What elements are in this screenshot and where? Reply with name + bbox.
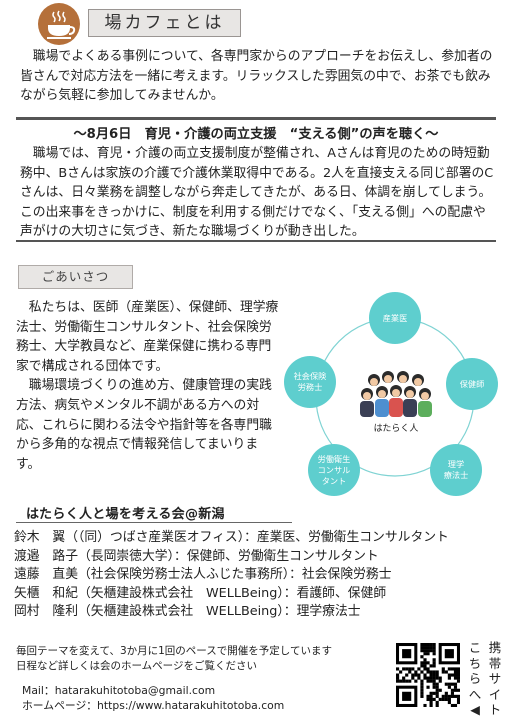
divider bbox=[16, 522, 292, 523]
side-note-col: 携帯サイト bbox=[488, 640, 502, 717]
profession-diagram: 産業医 保健師 理学 療法士 労働衛生 コンサル タント 社会保険 労務士 はた… bbox=[278, 284, 510, 510]
association-title: はたらく人と場を考える会@新潟 bbox=[26, 507, 225, 522]
contact-mail[interactable]: Mail：hatarakuhitotoba@gmail.com bbox=[22, 684, 216, 697]
node-labor-consultant: 社会保険 労務士 bbox=[284, 356, 336, 408]
intro-paragraph: 職場でよくある事例について、各専門家からのアプローチをお伝えし、参加者の皆さんで… bbox=[20, 49, 493, 103]
workers-illustration bbox=[360, 371, 432, 417]
member-item: 遠藤 直美（社会保険労務士法人ふじた事務所）：社会保険労務士 bbox=[14, 567, 392, 583]
contact-homepage[interactable]: ホームページ：https://www.hatarakuhitotoba.com bbox=[22, 699, 285, 713]
node-occupational-physician: 産業医 bbox=[369, 292, 421, 344]
member-list: 鈴木 翼（（同）つばさ産業医オフィス）：産業医、労働衛生コンサルタント 渡邉 路… bbox=[14, 529, 506, 622]
diagram-center-label: はたらく人 bbox=[373, 424, 419, 434]
member-item: 渡邉 路子（長岡崇徳大学）：保健師、労働衛生コンサルタント bbox=[14, 548, 379, 564]
node-physical-therapist: 理学 療法士 bbox=[430, 444, 482, 496]
coffee-cup-icon bbox=[47, 10, 76, 39]
event-title: 〜8月6日 育児・介護の両立支援 “支える側”の声を聴く〜 bbox=[73, 127, 439, 142]
member-item: 矢櫃 和紀（矢櫃建設株式会社 WELLBeing）：看護師、保健師 bbox=[14, 585, 387, 601]
event-description: 職場では、育児・介護の両立支援制度が整備され、Aさんは育児のための時短勤務中、B… bbox=[20, 146, 494, 239]
divider bbox=[16, 117, 496, 120]
contact-info: Mail：hatarakuhitotoba@gmail.com ホームページ：h… bbox=[22, 683, 402, 714]
divider bbox=[16, 240, 496, 242]
greeting-label: ごあいさつ bbox=[41, 269, 110, 284]
side-note-col: こちらへ◀ bbox=[468, 640, 482, 717]
page-title: 場カフェとは bbox=[104, 13, 225, 33]
node-public-health-nurse: 保健師 bbox=[446, 358, 498, 410]
member-item: 鈴木 翼（（同）つばさ産業医オフィス）：産業医、労働衛生コンサルタント bbox=[14, 530, 449, 545]
qr-code[interactable] bbox=[396, 643, 460, 707]
mobile-site-note: こちらへ◀ 携帯サイト bbox=[468, 640, 508, 717]
schedule-note: 毎回テーマを変えて、3か月に1回のペースで開催を予定しています 日程など詳しくは… bbox=[16, 645, 332, 672]
cafe-logo-circle bbox=[38, 3, 80, 45]
greeting-body: 私たちは、医師（産業医）、保健師、理学療法士、労働衛生コンサルタント、社会保険労… bbox=[16, 300, 279, 472]
member-item: 岡村 隆利（矢櫃建設株式会社 WELLBeing）：理学療法士 bbox=[14, 604, 361, 620]
greeting-label-box: ごあいさつ bbox=[18, 265, 133, 289]
node-health-consultant: 労働衛生 コンサル タント bbox=[308, 444, 360, 496]
section-title-box: 場カフェとは bbox=[88, 9, 241, 37]
